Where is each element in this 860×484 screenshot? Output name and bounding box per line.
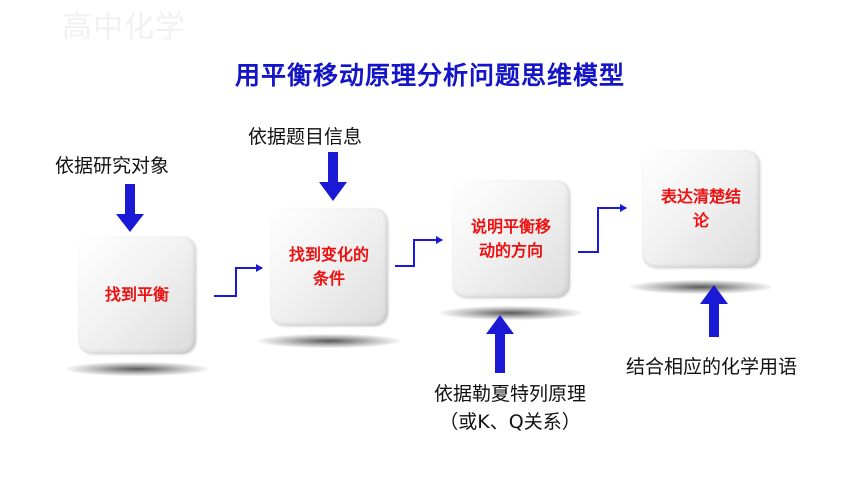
down-arrow-icon — [319, 152, 347, 201]
step-connector-icon — [395, 236, 443, 267]
step-shadow — [66, 362, 208, 376]
step-connector-icon — [578, 204, 627, 253]
step-label: 找到变化的条件 — [289, 245, 370, 288]
up-arrow-icon — [486, 315, 514, 373]
step-shadow — [258, 334, 400, 348]
diagram-title: 用平衡移动原理分析问题思维模型 — [234, 61, 625, 90]
label-principle-line1: 依据勒夏特列原理 — [433, 383, 586, 405]
label-question-info: 依据题目信息 — [248, 126, 363, 148]
step-box-shift-direction: 说明平衡移动的方向 — [452, 180, 570, 298]
step-label: 说明平衡移动的方向 — [470, 217, 551, 260]
label-principle-line2: （或K、Q关系） — [439, 411, 581, 433]
step-box-conclusion: 表达清楚结论 — [642, 150, 760, 268]
step-shadow — [440, 306, 582, 320]
step-label: 找到平衡 — [104, 285, 169, 304]
up-arrow-icon — [700, 285, 728, 337]
label-research-object: 依据研究对象 — [55, 155, 170, 177]
down-arrow-icon — [116, 184, 144, 232]
step-box-find-change-condition: 找到变化的条件 — [270, 208, 388, 326]
step-connector-icon — [214, 264, 263, 297]
step-shadow — [630, 280, 772, 294]
watermark: 高中化学 — [62, 10, 186, 45]
step-label: 表达清楚结论 — [661, 187, 742, 230]
label-principle: 依据勒夏特列原理 （或K、Q关系） — [420, 380, 600, 436]
step-box-find-equilibrium: 找到平衡 — [78, 236, 196, 354]
label-chem-terms: 结合相应的化学用语 — [626, 356, 798, 378]
